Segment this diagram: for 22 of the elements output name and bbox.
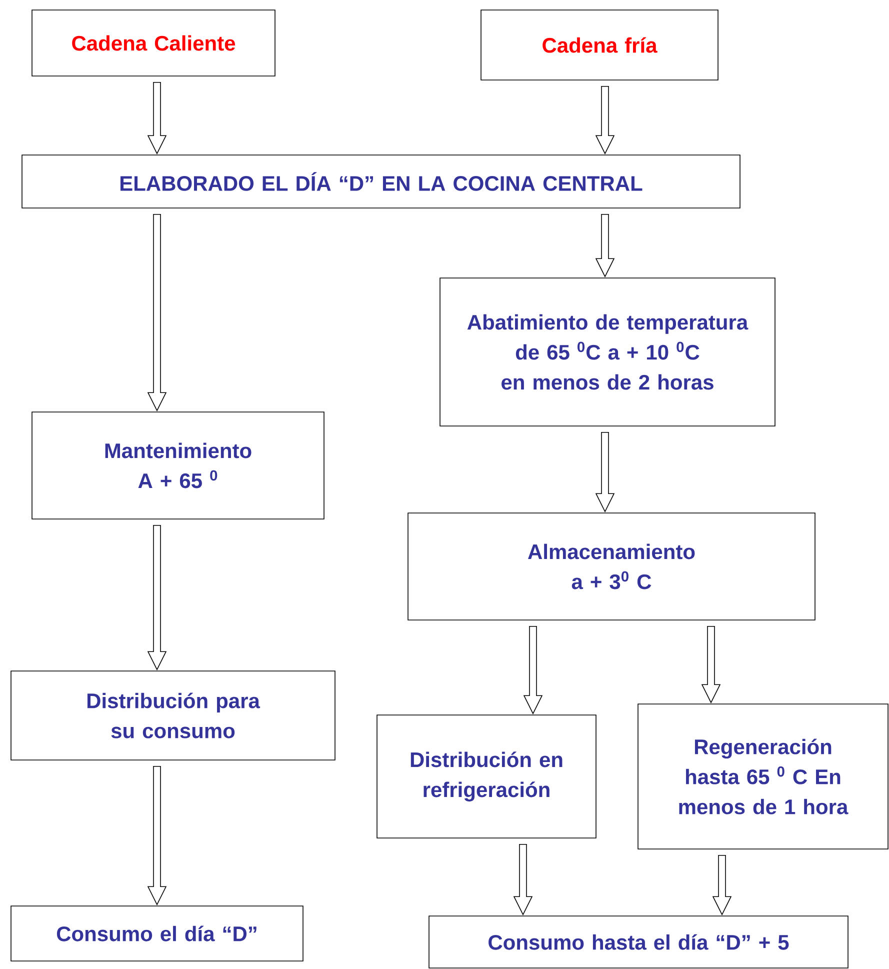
block-arrow xyxy=(701,626,721,704)
process-box: Cadena fría xyxy=(480,10,718,80)
block-arrow xyxy=(513,844,533,916)
process-box: Distribución en refrigeración xyxy=(376,714,596,838)
process-box: Consumo el día “D” xyxy=(10,906,304,962)
block-arrow xyxy=(523,626,543,714)
block-arrow xyxy=(595,86,615,154)
process-box: Consumo hasta el día “D” + 5 xyxy=(428,916,848,968)
process-box: Cadena Caliente xyxy=(32,10,276,76)
process-box: ELABORADO EL DÍA “D” EN LA COCINA CENTRAL xyxy=(22,154,740,208)
block-arrow xyxy=(147,525,167,670)
process-box: Regeneración hasta 65 $^{0}$ C En menos de 1 hora xyxy=(638,704,888,850)
process-box: Mantenimiento A + 65 $^{0}$ xyxy=(32,412,324,520)
block-arrow xyxy=(147,766,167,906)
block-arrow xyxy=(712,855,732,916)
block-arrow xyxy=(147,82,167,154)
process-box: Almacenamiento a + 3$^{0}$ C xyxy=(408,512,816,620)
process-box: Distribución para su consumo xyxy=(10,670,336,760)
process-box: Abatimiento de temperatura de 65 $^{0}$C a + 10 $^{0}$C en menos de 2 horas xyxy=(440,278,776,426)
block-arrow xyxy=(147,214,167,412)
block-arrow xyxy=(595,214,615,278)
block-arrow xyxy=(595,432,615,512)
